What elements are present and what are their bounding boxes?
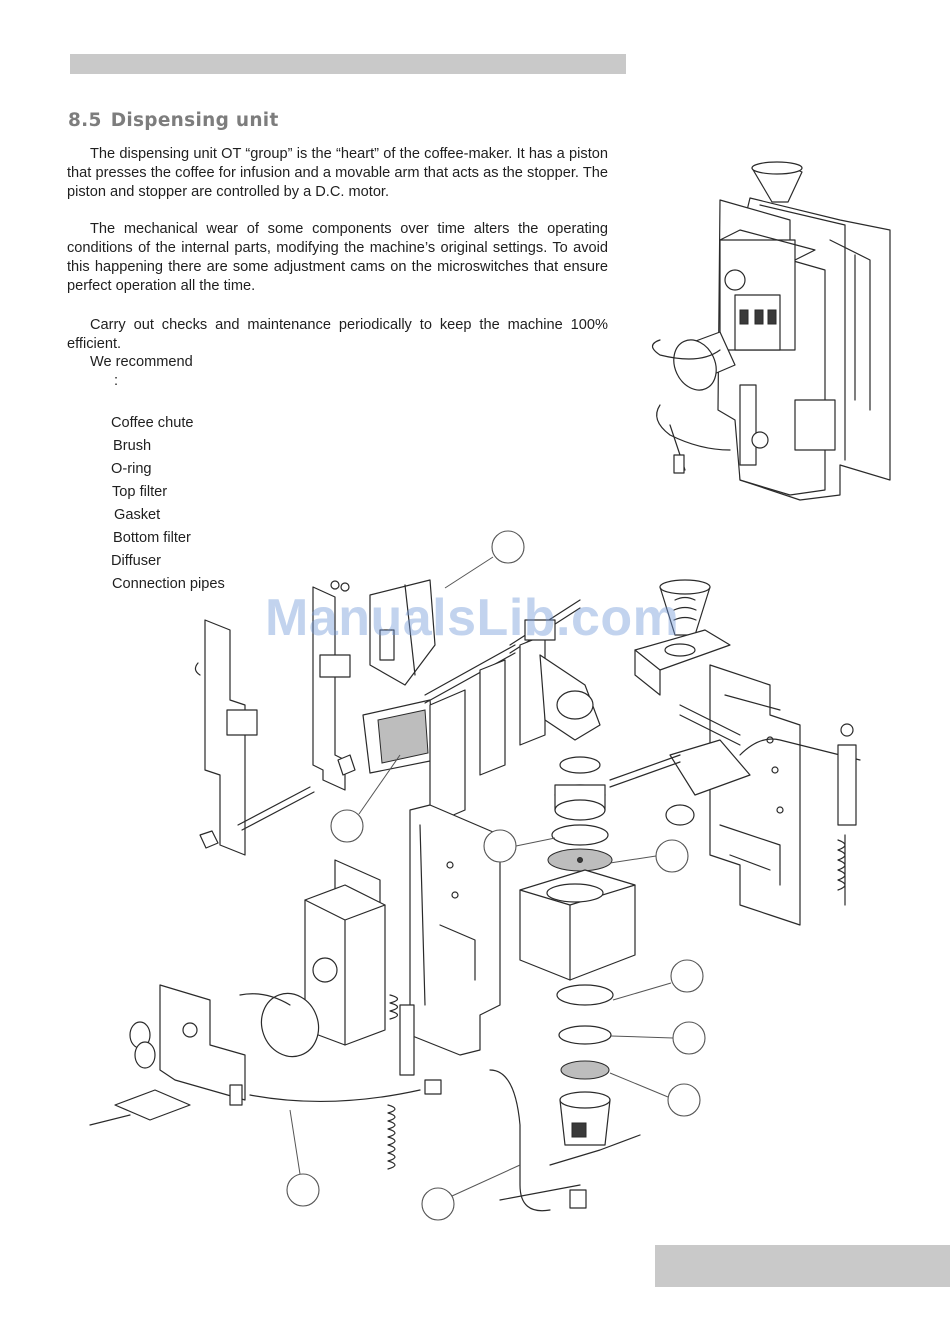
parts-list: Coffee chute Brush O-ring Top filter Gas… xyxy=(111,414,225,598)
paragraph-maintenance: Carry out checks and maintenance periodi… xyxy=(67,317,608,352)
assembled-unit-illustration xyxy=(651,161,891,501)
springs xyxy=(387,994,415,1170)
recommend-text: We recommend xyxy=(90,354,193,370)
right-main-plate xyxy=(679,664,801,926)
crank-arm xyxy=(609,738,861,826)
section-number: 8.5 xyxy=(68,110,102,131)
watermark: ManualsLib.com xyxy=(265,589,680,647)
piston-assembly xyxy=(524,619,613,872)
paragraph-intro: The dispensing unit OT “group” is the “h… xyxy=(67,146,608,200)
list-item: O-ring xyxy=(111,461,152,477)
recommend-colon: : xyxy=(114,373,119,389)
coffee-chute xyxy=(634,579,731,696)
brew-chamber xyxy=(519,869,636,1146)
brush-housing xyxy=(362,579,436,774)
footer-bar xyxy=(655,1245,950,1287)
list-item: Top filter xyxy=(112,484,168,500)
right-column xyxy=(837,723,857,906)
paragraph-wear: The mechanical wear of some components o… xyxy=(67,221,608,294)
second-plate xyxy=(312,580,356,791)
list-item: Connection pipes xyxy=(112,576,225,592)
header-bar xyxy=(70,54,626,74)
left-side-plate xyxy=(194,619,315,856)
centre-plate xyxy=(409,804,501,1056)
list-item: Bottom filter xyxy=(113,530,191,546)
section-name: Dispensing unit xyxy=(110,110,279,131)
callouts xyxy=(286,530,706,1221)
exploded-view-illustration xyxy=(89,530,861,1221)
section-title: 8.5 Dispensing unit xyxy=(68,110,279,131)
list-item: Diffuser xyxy=(111,553,162,569)
gear-motor xyxy=(239,859,386,1058)
list-item: Brush xyxy=(113,438,152,454)
switch-bracket xyxy=(89,984,246,1126)
connection-pipes xyxy=(229,1069,641,1212)
sliding-rails xyxy=(424,599,581,826)
list-item: Gasket xyxy=(114,507,161,523)
list-item: Coffee chute xyxy=(111,415,194,431)
